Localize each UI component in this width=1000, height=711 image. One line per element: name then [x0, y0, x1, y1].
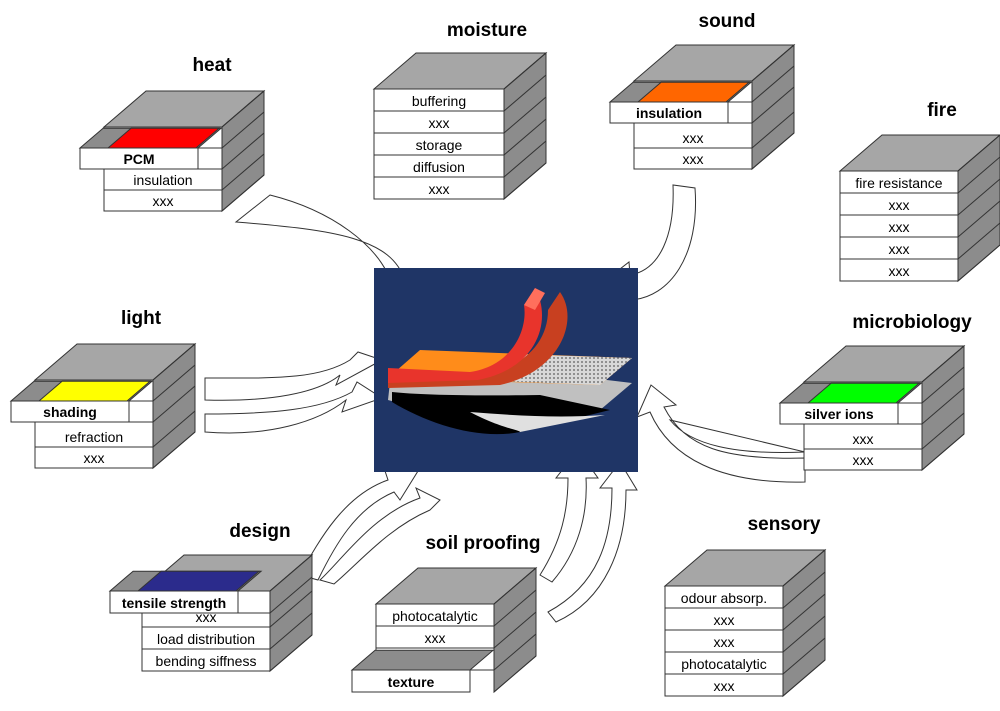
- title-heat: heat: [192, 55, 232, 76]
- title-light: light: [121, 308, 162, 329]
- block-soil-proofing: photocatalyticxxxxxxtexture: [350, 566, 538, 694]
- row-label: storage: [416, 137, 463, 153]
- block-moisture: buffering xxx storage diffusion xxx: [372, 51, 548, 201]
- row-label: silver ions: [804, 406, 873, 422]
- row-label: xxx: [683, 130, 704, 146]
- title-design: design: [229, 521, 290, 542]
- row-label: xxx: [153, 193, 174, 209]
- block-sound: absorptioninsulationxxxxxx: [608, 43, 796, 171]
- row-label: xxx: [853, 452, 874, 468]
- panel-titles: heat moisture sound fire light microbiol…: [121, 11, 972, 554]
- row-label: bending siffness: [156, 653, 257, 669]
- block-sensory: odour absorp. xxx xxx photocatalytic xxx: [663, 548, 827, 698]
- row-label: xxx: [889, 197, 910, 213]
- title-sound: sound: [699, 11, 756, 32]
- row-label: xxx: [196, 609, 217, 625]
- title-fire: fire: [927, 100, 957, 121]
- block-heat: storagePCMinsulationxxx: [78, 89, 266, 213]
- center-material-image: [374, 268, 638, 472]
- row-label: load distribution: [157, 631, 255, 647]
- row-label: xxx: [889, 241, 910, 257]
- row-label: xxx: [714, 612, 735, 628]
- row-label: PCM: [123, 151, 154, 167]
- row-label: photocatalytic: [392, 608, 478, 624]
- row-label: tensile strength: [122, 595, 226, 611]
- row-label: shading: [43, 404, 97, 420]
- row-label: xxx: [425, 630, 446, 646]
- arrow-soil-proofing: [539, 449, 638, 623]
- row-label: diffusion: [413, 159, 465, 175]
- row-label: insulation: [133, 172, 192, 188]
- row-label: xxx: [84, 450, 105, 466]
- title-sensory: sensory: [748, 514, 821, 535]
- row-label: xxx: [714, 634, 735, 650]
- block-light: transmissionshadingrefractionxxx: [9, 342, 197, 470]
- row-label: buffering: [412, 93, 466, 109]
- row-label: xxx: [889, 263, 910, 279]
- row-label: insulation: [636, 105, 702, 121]
- title-microbiology: microbiology: [852, 312, 972, 333]
- row-label: xxx: [683, 151, 704, 167]
- row-label: xxx: [889, 219, 910, 235]
- row-label: odour absorp.: [681, 590, 767, 606]
- arrow-light: [204, 351, 384, 434]
- arrow-microbiology: [636, 384, 806, 483]
- row-label: xxx: [853, 431, 874, 447]
- title-soil-proofing: soil proofing: [425, 533, 540, 554]
- row-label: xxx: [429, 181, 450, 197]
- arrow-design: [299, 467, 441, 585]
- row-label: photocatalytic: [681, 656, 767, 672]
- row-label: fire resistance: [855, 175, 942, 191]
- title-moisture: moisture: [447, 20, 527, 41]
- property-blocks: storagePCMinsulationxxxbufferingxxxstora…: [9, 43, 1000, 698]
- row-label: refraction: [65, 429, 123, 445]
- row-label: texture: [388, 674, 435, 690]
- row-label: xxx: [429, 115, 450, 131]
- row-label: xxx: [714, 678, 735, 694]
- block-fire: fire resistance xxx xxx xxx xxx: [838, 134, 1000, 283]
